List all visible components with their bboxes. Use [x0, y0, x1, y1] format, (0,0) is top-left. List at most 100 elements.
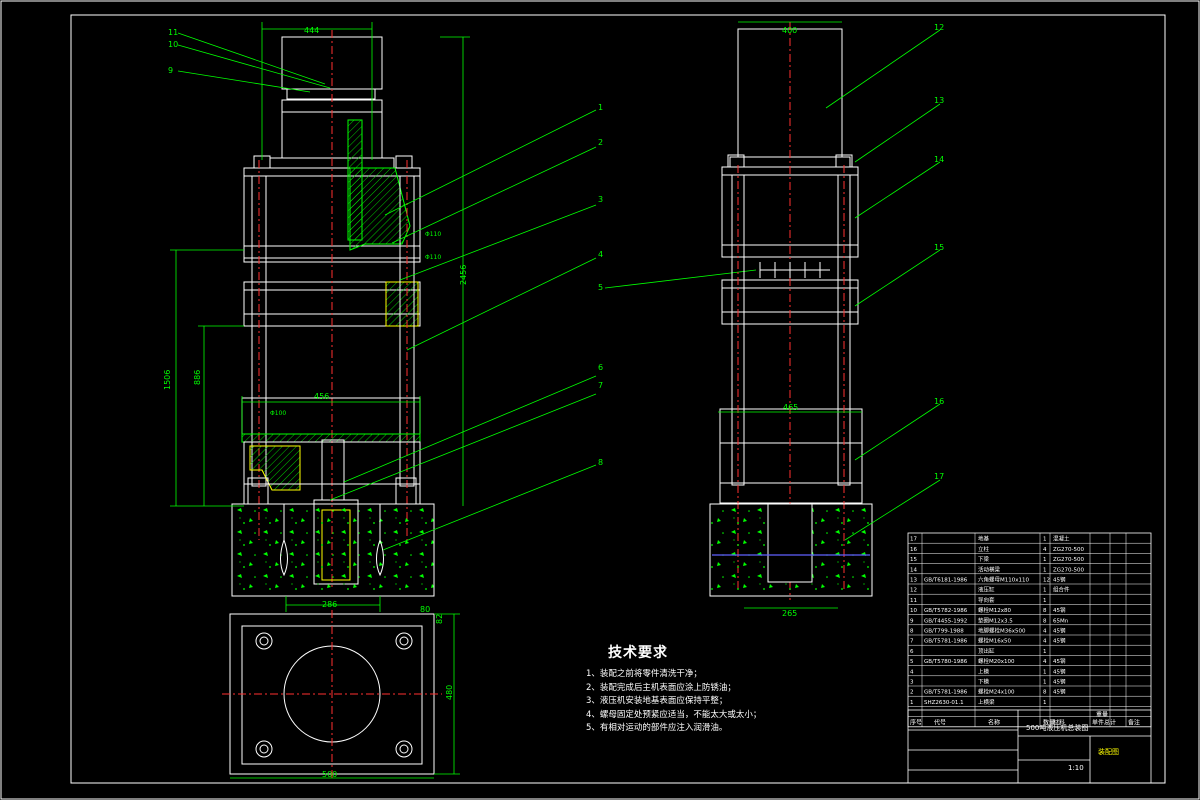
plan-view	[222, 610, 442, 780]
bom-cell-qty: 1	[1043, 700, 1047, 706]
bom-cell-qty: 1	[1043, 537, 1047, 543]
bom-cell-no: 9	[910, 618, 914, 624]
balloon-16: 16	[934, 397, 944, 406]
balloon-7: 7	[598, 381, 603, 390]
bom-header-mass: 单件总计	[1092, 719, 1116, 727]
balloon-12: 12	[934, 23, 944, 32]
balloon-8: 8	[598, 458, 603, 467]
bom-cell-no: 15	[910, 557, 917, 563]
bom-cell-name: 导向套	[978, 596, 995, 604]
bom-cell-no: 7	[910, 639, 914, 645]
bom-cell-name: 立柱	[978, 545, 990, 553]
bom-cell-name: 下梁	[978, 555, 990, 563]
bom-cell-qty: 1	[1043, 649, 1047, 655]
bom-cell-name: 上横梁	[978, 698, 995, 706]
bom-cell-name: 下模	[978, 678, 990, 686]
bom-cell-name: 地脚螺栓M36x500	[978, 627, 1026, 635]
tech-req-item: 4、螺母固定处预紧应适当，不能太大或太小；	[586, 709, 762, 720]
front-dimensions	[170, 22, 470, 612]
bom-cell-no: 13	[910, 578, 917, 584]
bom-cell-no: 6	[910, 649, 914, 655]
bom-cell-material: 45钢	[1053, 667, 1066, 675]
anchor-bolt-front-right	[376, 504, 384, 577]
tech-req-item: 5、有相对运动的部件应注入润滑油。	[586, 723, 728, 733]
bom-cell-no: 12	[910, 588, 917, 594]
balloon-10: 10	[168, 40, 178, 49]
bom-cell-qty: 1	[1043, 567, 1047, 573]
bom-cell-qty: 1	[1043, 669, 1047, 675]
bom-cell-qty: 1	[1043, 588, 1047, 594]
bom-cell-no: 5	[910, 659, 914, 665]
dim-front-total-height: 2456	[459, 265, 468, 285]
bom-cell-no: 16	[910, 547, 917, 553]
bom-cell-material: ZG270-500	[1053, 557, 1085, 563]
bom-cell-material: 45钢	[1053, 657, 1066, 665]
balloon-15: 15	[934, 243, 944, 252]
dim-plan-width: 500	[322, 770, 337, 779]
bom-cell-code: GB/T799-1988	[924, 629, 964, 635]
dim-front-mid-width: 456	[314, 392, 329, 401]
balloon-11: 11	[168, 28, 178, 37]
title-sheet: 装配图	[1098, 747, 1119, 756]
dim-plan-offset-y: 82	[435, 614, 444, 624]
bom-cell-no: 3	[910, 680, 914, 686]
balloon-5: 5	[598, 283, 603, 292]
title-block	[907, 709, 1152, 784]
bom-cell-qty: 8	[1043, 690, 1047, 696]
bom-cell-no: 17	[910, 537, 917, 543]
bom-cell-material: 45钢	[1053, 606, 1066, 614]
bom-cell-name: 螺栓M20x100	[978, 657, 1015, 665]
balloon-6: 6	[598, 363, 603, 372]
bom-cell-material: ZG270-500	[1053, 547, 1085, 553]
ejector-side	[767, 503, 813, 583]
bom-cell-qty: 8	[1043, 608, 1047, 614]
dim-side-base-width: 265	[782, 609, 797, 618]
dim-plan-offset-x: 80	[420, 605, 430, 614]
bom-cell-name: 顶出缸	[978, 647, 995, 655]
bom-cell-qty: 1	[1043, 680, 1047, 686]
bom-cell-material: 组合件	[1053, 586, 1070, 594]
tech-req-title: 技术要求	[608, 645, 668, 661]
bom-cell-code: GB/T6181-1986	[924, 578, 968, 584]
bom-header-remark: 备注	[1128, 719, 1140, 727]
bom-cell-material: 45钢	[1053, 627, 1066, 635]
balloon-3: 3	[598, 195, 603, 204]
balloon-14: 14	[934, 155, 944, 164]
dim-side-mid-width: 465	[783, 403, 798, 412]
dim-front-top-width: 444	[304, 26, 319, 35]
dim-front-lower-height: 886	[193, 370, 202, 385]
balloon-9: 9	[168, 66, 173, 75]
side-dimensions	[718, 21, 862, 609]
bom-cell-qty: 12	[1043, 578, 1050, 584]
dim-d110-2: Φ110	[425, 254, 441, 261]
plan-dimensions	[230, 613, 460, 779]
balloon-4: 4	[598, 250, 603, 259]
bom-cell-material: 45钢	[1053, 637, 1066, 645]
bom-cell-code: GB/T4455-1992	[924, 618, 967, 624]
balloon-13: 13	[934, 96, 944, 105]
side-leaders	[825, 29, 941, 541]
foundation-front	[231, 503, 435, 597]
bom-cell-material: ZG270-500	[1053, 567, 1085, 573]
balloon-1: 1	[598, 103, 603, 112]
bom-cell-code: GB/T5781-1986	[924, 690, 968, 696]
dim-front-column-height: 1506	[163, 370, 172, 390]
bom-cell-name: 六角螺母M110x110	[978, 576, 1029, 584]
bom-cell-no: 10	[910, 608, 917, 614]
balloon-2: 2	[598, 138, 603, 147]
bom-cell-name: 地基	[978, 535, 990, 543]
bom-cell-no: 4	[910, 669, 914, 675]
dim-plan-height: 480	[445, 685, 454, 700]
bom-cell-no: 14	[910, 567, 917, 573]
bom-cell-code: GB/T5780-1986	[924, 659, 968, 665]
bom-cell-material: 45钢	[1053, 576, 1066, 584]
tech-req-item: 2、装配完成后主机表面应涂上防锈油；	[586, 682, 736, 693]
bom-cell-name: 上模	[978, 667, 990, 675]
bom-cell-material: 45钢	[1053, 688, 1066, 696]
bom-header-code: 代号	[934, 719, 946, 727]
bom-cell-no: 8	[910, 629, 914, 635]
bom-cell-qty: 1	[1043, 557, 1047, 563]
bom-cell-qty: 4	[1043, 547, 1047, 553]
